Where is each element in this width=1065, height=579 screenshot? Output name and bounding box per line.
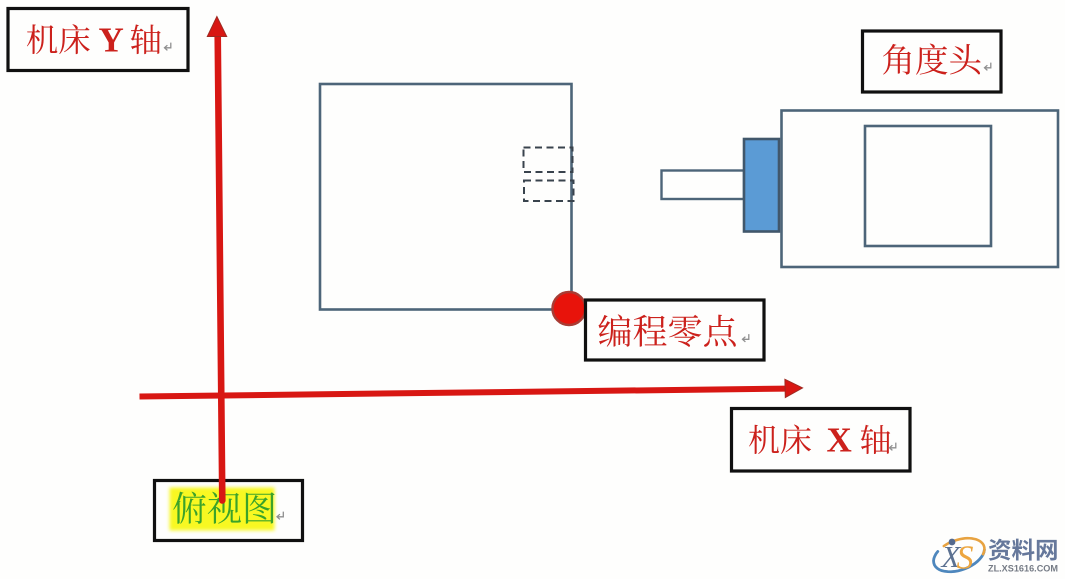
svg-text:X: X [827, 421, 852, 460]
svg-text:S: S [957, 540, 974, 577]
svg-text:X: X [940, 539, 962, 574]
svg-text:Y: Y [99, 21, 124, 60]
svg-text:ZL.XS1616.COM: ZL.XS1616.COM [988, 564, 1058, 574]
